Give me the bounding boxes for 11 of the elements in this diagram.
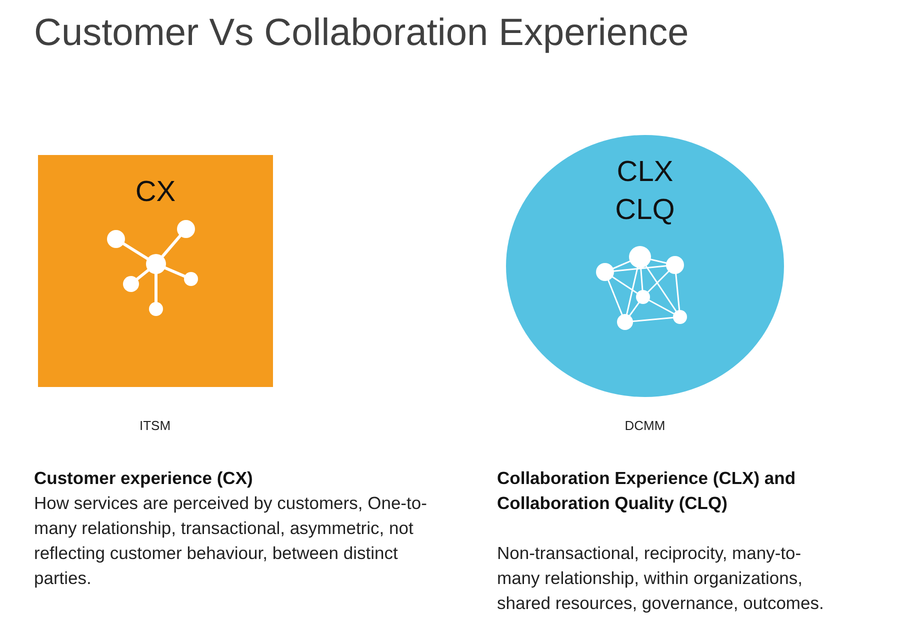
shape-label: CLQ [615,193,675,228]
description-text: Non-transactional, reciprocity, many-to-many relationship, within organizations, shared resources, governance, outcomes. [497,542,825,615]
slide-title: Customer Vs Collaboration Experience [34,12,689,55]
caption-text: DCMM [624,418,666,433]
description-text: How services are perceived by customers, One-to-many relationship, transactional, asymmetric, not reflecting customer behaviour, between distinct parties. [34,492,428,590]
shape-label: CLX [616,155,674,190]
section-heading: Collaboration Experience (CLX) and Collaboration Quality (CLQ) [497,467,797,515]
section-heading: Customer experience (CX) [34,467,254,490]
square-shape [38,155,273,387]
caption-text: ITSM [138,418,172,433]
shape-label: CX [135,175,176,210]
